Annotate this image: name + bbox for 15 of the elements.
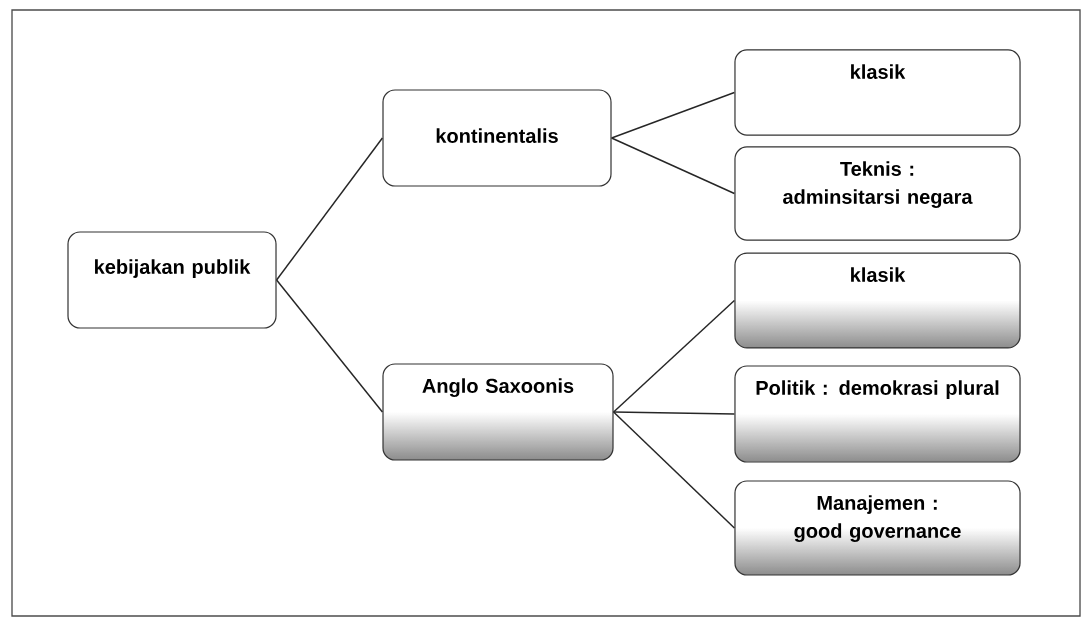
connector-line — [275, 279, 384, 413]
category-box: kebijakan publik — [67, 231, 277, 329]
connector-line — [612, 411, 736, 529]
category-box: Teknis : adminsitarsi negara — [734, 146, 1021, 241]
category-box: klasik — [734, 252, 1021, 349]
connector-line — [612, 411, 736, 415]
category-box: klasik — [734, 49, 1021, 136]
connector-line — [610, 137, 736, 195]
category-box: Anglo Saxoonis — [382, 363, 614, 461]
connector-line — [612, 299, 736, 413]
connector-line — [275, 137, 384, 281]
category-box: kontinentalis — [382, 89, 612, 187]
category-box: Politik : demokrasi plural — [734, 365, 1021, 463]
category-box: Manajemen : good governance — [734, 480, 1021, 576]
connector-line — [610, 91, 736, 139]
